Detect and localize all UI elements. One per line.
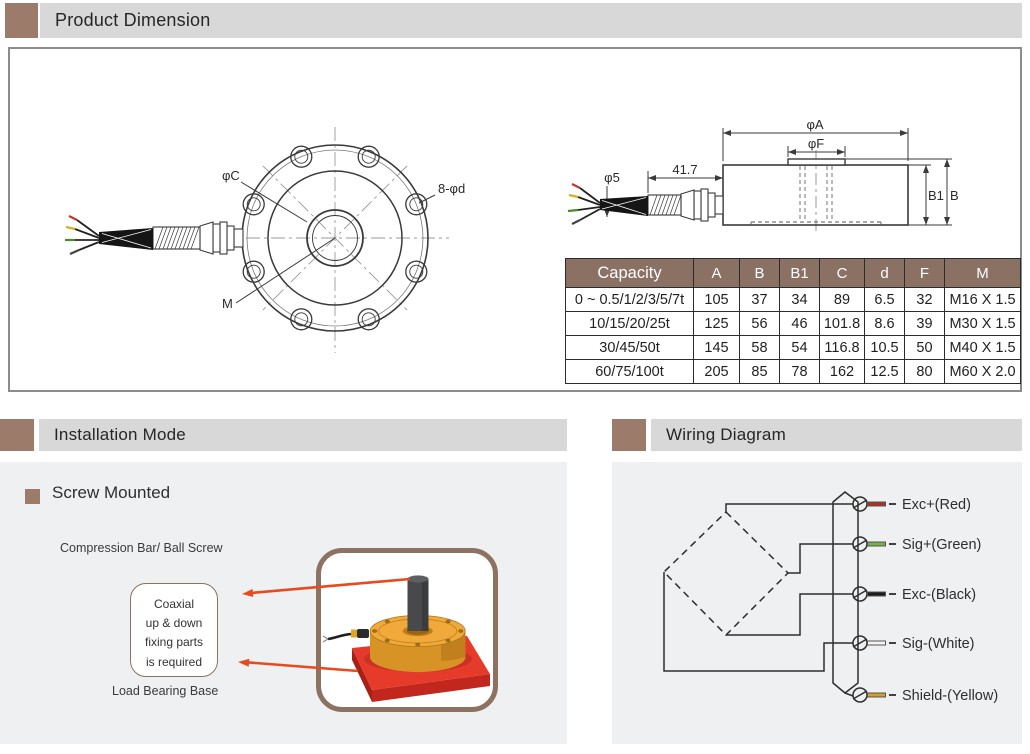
wire-tips bbox=[867, 501, 896, 698]
label-boss-dia: φF bbox=[808, 136, 824, 151]
boss-outline bbox=[787, 158, 846, 166]
table-header-cell: C bbox=[819, 258, 865, 288]
wire-label-exc-plus: Exc+(Red) bbox=[902, 497, 971, 513]
label-bolt-circle: φC bbox=[222, 168, 240, 183]
section-title-product-dimension: Product Dimension bbox=[55, 10, 211, 30]
table-cell: 116.8 bbox=[819, 335, 865, 360]
table-cell: 39 bbox=[904, 311, 945, 336]
cable-sheath bbox=[832, 491, 859, 694]
table-cell: M16 X 1.5 bbox=[944, 287, 1021, 312]
table-cell: M40 X 1.5 bbox=[944, 335, 1021, 360]
wire-label-exc-minus: Exc-(Black) bbox=[902, 587, 976, 603]
section-header-bar: Wiring Diagram bbox=[651, 419, 1022, 451]
table-cell: 205 bbox=[693, 359, 740, 384]
bridge-diamond bbox=[662, 510, 790, 637]
table-cell: M30 X 1.5 bbox=[944, 311, 1021, 336]
label-body-height: B1 bbox=[928, 188, 944, 203]
table-header-cell: B1 bbox=[779, 258, 820, 288]
table-cell: 162 bbox=[819, 359, 865, 384]
table-cell: 12.5 bbox=[864, 359, 905, 384]
table-cell: 0 ~ 0.5/1/2/3/5/7t bbox=[565, 287, 694, 312]
label-thread: M bbox=[222, 296, 233, 311]
product-illustration-frame bbox=[316, 548, 498, 712]
front-view-drawing: φC 8-φd M bbox=[65, 127, 465, 353]
label-cable-dia: φ5 bbox=[604, 170, 620, 185]
load-bearing-base-label: Load Bearing Base bbox=[112, 684, 219, 698]
table-cell: 30/45/50t bbox=[565, 335, 694, 360]
installation-subtitle: Screw Mounted bbox=[52, 483, 171, 502]
table-cell: 32 bbox=[904, 287, 945, 312]
section-title-installation-mode: Installation Mode bbox=[54, 425, 186, 444]
label-total-height: B bbox=[950, 188, 959, 203]
table-cell: 37 bbox=[739, 287, 780, 312]
pointer-arrows bbox=[238, 577, 411, 673]
table-header-cell: d bbox=[864, 258, 905, 288]
cable-side bbox=[567, 183, 724, 225]
table-cell: 78 bbox=[779, 359, 820, 384]
table-cell: 125 bbox=[693, 311, 740, 336]
table-cell: 10/15/20/25t bbox=[565, 311, 694, 336]
table-cell: 8.6 bbox=[864, 311, 905, 336]
table-cell: M60 X 2.0 bbox=[944, 359, 1021, 384]
cable-front bbox=[65, 215, 244, 256]
wiring-panel bbox=[612, 462, 1022, 744]
table-header-cell: F bbox=[904, 258, 945, 288]
table-header-cell: A bbox=[693, 258, 740, 288]
side-view-drawing: φA φF B1 B 41.7 φ5 bbox=[567, 117, 959, 235]
table-header-cell: B bbox=[739, 258, 780, 288]
accent-square bbox=[0, 419, 34, 451]
table-cell: 46 bbox=[779, 311, 820, 336]
coaxial-note-box: Coaxial up & down fixing parts is requir… bbox=[130, 583, 218, 677]
label-bolt-holes: 8-φd bbox=[438, 181, 465, 196]
accent-square bbox=[5, 3, 38, 38]
section-header-bar: Product Dimension bbox=[40, 3, 1022, 38]
accent-square-small bbox=[25, 489, 40, 504]
body-outline bbox=[722, 164, 909, 226]
table-header-cell: Capacity bbox=[565, 258, 694, 288]
table-cell: 10.5 bbox=[864, 335, 905, 360]
table-cell: 58 bbox=[739, 335, 780, 360]
table-cell: 54 bbox=[779, 335, 820, 360]
table-cell: 101.8 bbox=[819, 311, 865, 336]
section-title-wiring-diagram: Wiring Diagram bbox=[666, 425, 786, 444]
table-cell: 50 bbox=[904, 335, 945, 360]
wire-label-sig-minus: Sig-(White) bbox=[902, 636, 975, 652]
table-cell: 34 bbox=[779, 287, 820, 312]
label-cable-length: 41.7 bbox=[672, 162, 697, 177]
wire-label-sig-plus: Sig+(Green) bbox=[902, 537, 981, 553]
table-cell: 105 bbox=[693, 287, 740, 312]
table-cell: 145 bbox=[693, 335, 740, 360]
table-cell: 89 bbox=[819, 287, 865, 312]
table-cell: 60/75/100t bbox=[565, 359, 694, 384]
table-cell: 85 bbox=[739, 359, 780, 384]
wire-label-shield: Shield-(Yellow) bbox=[902, 688, 998, 704]
product-illustration bbox=[322, 575, 490, 702]
bolt-holes bbox=[242, 145, 428, 331]
bolt-dots bbox=[372, 615, 464, 647]
section-header-bar: Installation Mode bbox=[39, 419, 567, 451]
compression-bar-label: Compression Bar/ Ball Screw bbox=[60, 541, 223, 555]
table-cell: 80 bbox=[904, 359, 945, 384]
table-cell: 6.5 bbox=[864, 287, 905, 312]
table-cell: 56 bbox=[739, 311, 780, 336]
wiring-diagram-drawing: Exc+(Red) Sig+(Green) Exc-(Black) Sig-(W… bbox=[662, 491, 998, 704]
accent-square bbox=[612, 419, 646, 451]
label-outer-dia: φA bbox=[806, 117, 823, 132]
table-header-cell: M bbox=[944, 258, 1021, 288]
